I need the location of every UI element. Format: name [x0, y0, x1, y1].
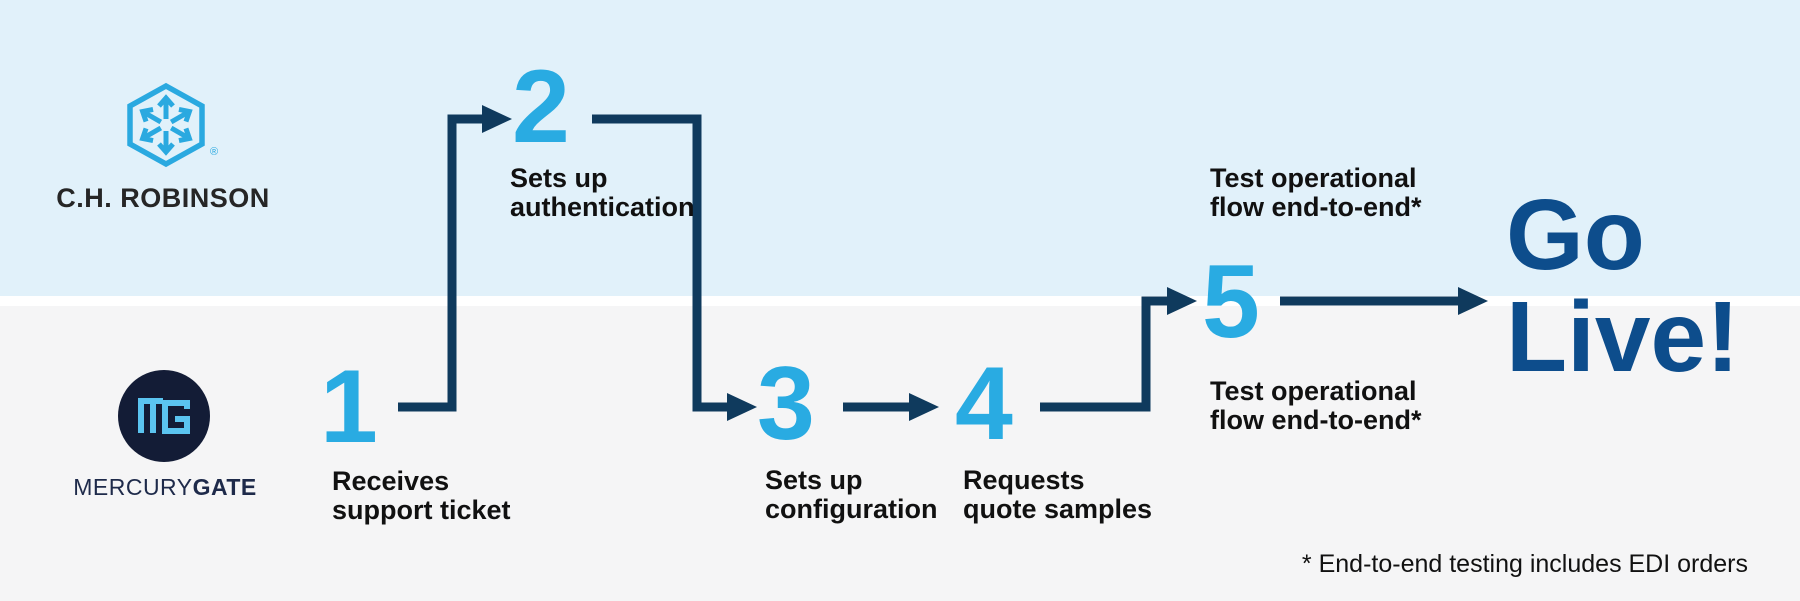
step-5-label-bottom-line2: flow end-to-end*	[1210, 405, 1422, 436]
step-5-label-top: Test operational flow end-to-end*	[1210, 163, 1422, 223]
go-live-line1: Go	[1506, 179, 1645, 291]
step-4-label: Requests quote samples	[963, 465, 1153, 525]
mercurygate-wordmark-regular: MERCURY	[73, 474, 193, 500]
step-5-label-top-line2: flow end-to-end*	[1210, 192, 1422, 223]
step-2-number: 2	[512, 49, 570, 165]
step-5-label-bottom-line1: Test operational	[1210, 376, 1417, 406]
step-2-label: Sets up authentication	[510, 163, 695, 223]
step-2-label-line1: Sets up	[510, 163, 608, 193]
footnote: * End-to-end testing includes EDI orders	[1301, 550, 1748, 578]
step-4-number: 4	[955, 346, 1013, 462]
step-3-label-line1: Sets up	[765, 465, 863, 495]
step-1-label: Receives support ticket	[332, 466, 511, 526]
chrobinson-registered-mark: ®	[210, 146, 219, 158]
lane-divider	[0, 296, 1800, 306]
step-3-label: Sets up configuration	[765, 465, 938, 525]
step-4-label-line2: quote samples	[963, 494, 1153, 525]
mercurygate-wordmark-bold: GATE	[192, 474, 257, 500]
lane-mercurygate	[0, 306, 1800, 601]
lane-chrobinson	[0, 0, 1800, 296]
step-1-label-line2: support ticket	[332, 495, 511, 526]
step-3-label-line2: configuration	[765, 494, 938, 525]
step-4-label-line1: Requests	[963, 465, 1085, 495]
mercurygate-wordmark: MERCURYGATE	[40, 474, 290, 501]
mercurygate-logo-icon	[118, 370, 210, 462]
step-1-label-line1: Receives	[332, 466, 450, 496]
step-5-label-top-line1: Test operational	[1210, 163, 1417, 193]
go-live-line2: Live!	[1506, 281, 1740, 393]
step-3-number: 3	[757, 346, 815, 462]
step-1-number: 1	[320, 349, 378, 465]
step-5-label-bottom: Test operational flow end-to-end*	[1210, 376, 1422, 436]
step-5-number: 5	[1202, 244, 1260, 360]
go-live-text: Go Live!	[1506, 184, 1739, 388]
step-2-label-line2: authentication	[510, 192, 695, 223]
chrobinson-logo-icon	[127, 82, 205, 168]
chrobinson-wordmark: C.H. ROBINSON	[56, 183, 270, 213]
